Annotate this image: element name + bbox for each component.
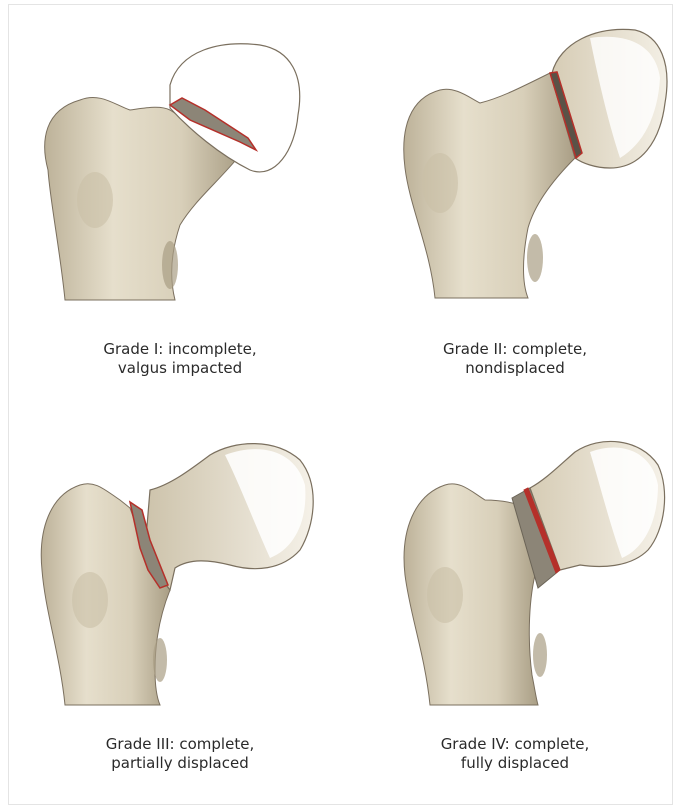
caption-grade-3-line2: partially displaced xyxy=(20,754,340,773)
panel-grade-2: Grade II: complete, nondisplaced xyxy=(360,18,670,400)
panel-grade-4: Grade IV: complete, fully displaced xyxy=(360,430,670,800)
femur-grade-2-illustration xyxy=(360,18,670,318)
caption-grade-4-line2: fully displaced xyxy=(360,754,670,773)
panel-grade-3: Grade III: complete, partially displaced xyxy=(20,430,340,800)
caption-grade-3-line1: Grade III: complete, xyxy=(20,735,340,754)
caption-grade-1-line2: valgus impacted xyxy=(20,359,340,378)
panel-grade-1: Grade I: incomplete, valgus impacted xyxy=(20,30,340,400)
caption-grade-2: Grade II: complete, nondisplaced xyxy=(360,340,670,378)
femur-grade-3-illustration xyxy=(20,430,340,720)
caption-grade-1: Grade I: incomplete, valgus impacted xyxy=(20,340,340,378)
caption-grade-4: Grade IV: complete, fully displaced xyxy=(360,735,670,773)
caption-grade-1-line1: Grade I: incomplete, xyxy=(20,340,340,359)
caption-grade-2-line2: nondisplaced xyxy=(360,359,670,378)
caption-grade-2-line1: Grade II: complete, xyxy=(360,340,670,359)
caption-grade-4-line1: Grade IV: complete, xyxy=(360,735,670,754)
femur-grade-1-illustration xyxy=(20,30,340,320)
caption-grade-3: Grade III: complete, partially displaced xyxy=(20,735,340,773)
femur-grade-4-illustration xyxy=(360,430,670,720)
